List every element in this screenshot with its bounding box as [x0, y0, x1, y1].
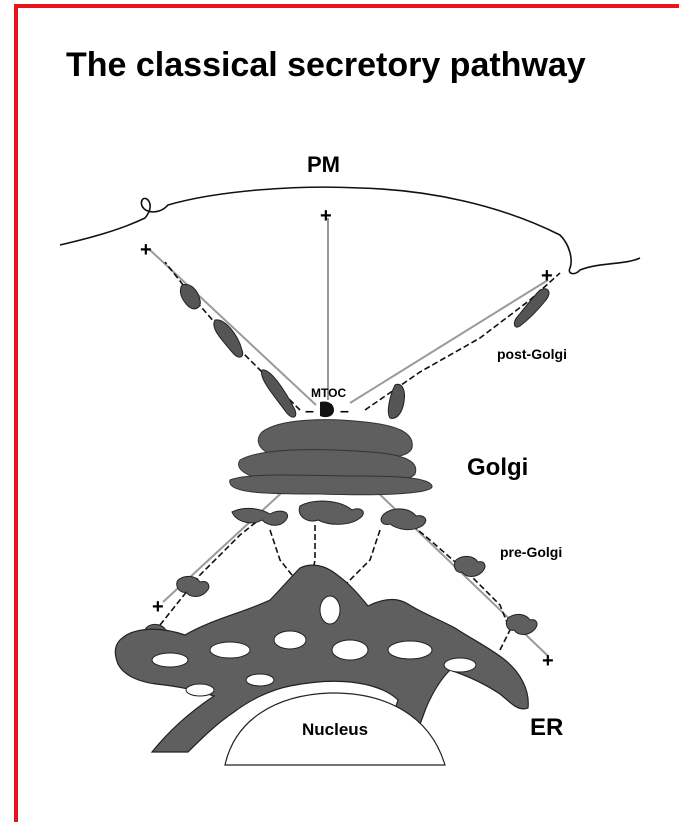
vtc-center	[299, 501, 363, 524]
plus-end-center: +	[320, 205, 332, 227]
er-gap	[210, 642, 250, 658]
golgi-label: Golgi	[467, 454, 528, 481]
golgi-apparatus	[230, 420, 432, 495]
plus-end-left: +	[140, 239, 152, 261]
er-gap	[246, 674, 274, 686]
post-golgi-carriers	[180, 284, 548, 418]
mtoc-label: MTOC	[311, 386, 346, 400]
carrier-left-middle	[214, 320, 243, 357]
microtubule-right	[350, 280, 548, 403]
nucleus-label: Nucleus	[302, 720, 368, 739]
er-gap	[444, 658, 476, 672]
er-gap	[332, 640, 368, 660]
mtoc: MTOC – –	[305, 386, 349, 420]
pre-golgi-label: pre-Golgi	[500, 544, 562, 560]
vtc-lower-right	[454, 556, 485, 576]
er-gap	[274, 631, 306, 649]
golgi-cisterna-bottom	[230, 475, 432, 495]
mtoc-minus-left: –	[305, 403, 314, 420]
mtoc-minus-right: –	[340, 403, 349, 420]
carrier-left-upper	[180, 284, 200, 309]
post-golgi-label: post-Golgi	[497, 346, 567, 362]
er-gap	[186, 684, 214, 696]
er-label: ER	[530, 714, 563, 741]
er-gap	[388, 641, 432, 659]
plus-end-lower-left: +	[152, 596, 164, 618]
plus-end-right: +	[541, 265, 553, 287]
vtc-left	[232, 508, 288, 525]
er-gap	[152, 653, 188, 667]
vtc-right	[381, 509, 426, 530]
mtoc-center	[326, 404, 332, 414]
plus-end-lower-right: +	[542, 650, 554, 672]
carrier-right-stub	[388, 384, 404, 418]
er-gap	[320, 596, 340, 624]
pm-label: PM	[307, 152, 340, 177]
vtc-bottom-right	[506, 614, 537, 634]
vtc-lower-left	[177, 576, 209, 596]
carrier-left-lower	[261, 370, 295, 417]
